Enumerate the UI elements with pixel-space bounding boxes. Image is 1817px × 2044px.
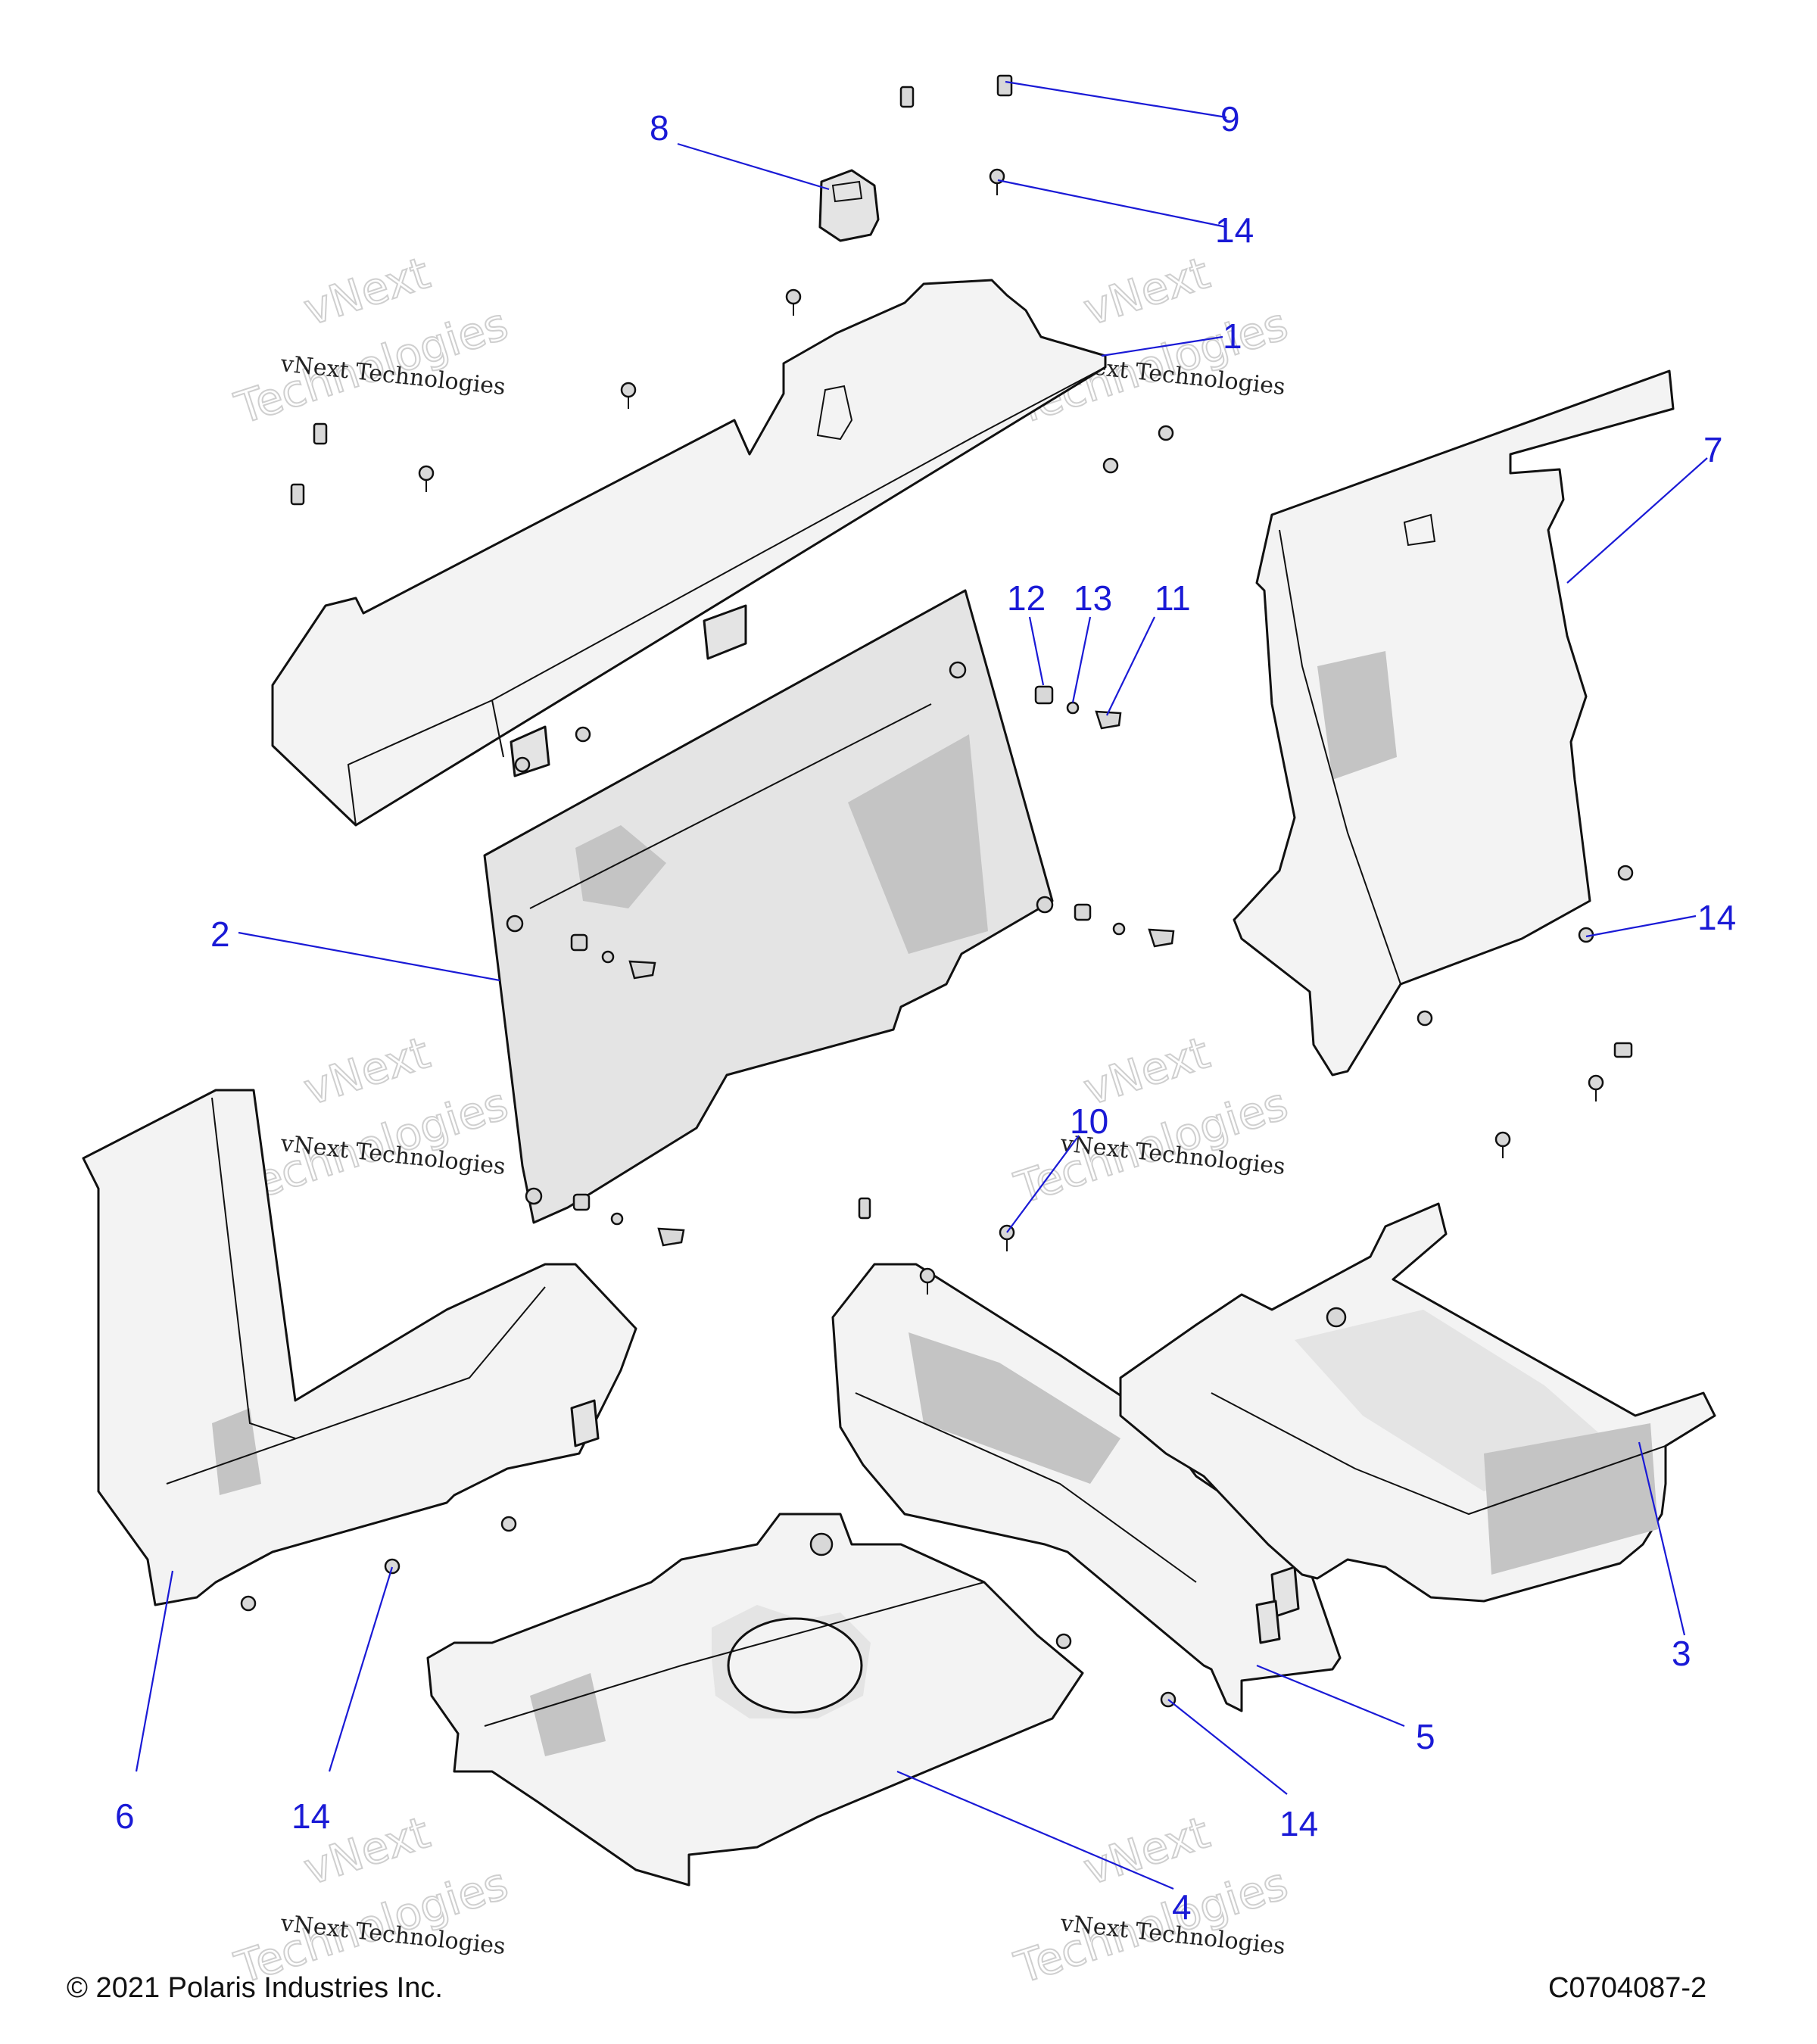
callout-1: 1	[1223, 316, 1242, 356]
screw	[514, 756, 531, 773]
watermark: vNext Technologies vNext Technologies	[1008, 1026, 1294, 1214]
screw	[1417, 1010, 1433, 1027]
callout-4: 4	[1172, 1887, 1192, 1927]
callout-9: 9	[1220, 99, 1240, 139]
watermark: vNext Technologies vNext Technologies	[228, 1806, 514, 1994]
callout-8: 8	[650, 108, 669, 148]
svg-text:vNext: vNext	[1077, 247, 1215, 335]
screw	[1158, 425, 1174, 441]
callout-5: 5	[1416, 1717, 1435, 1756]
nut-12	[1034, 685, 1054, 705]
nut	[1074, 903, 1092, 921]
washer	[1112, 922, 1126, 936]
callout-14: 14	[1697, 898, 1736, 937]
screw	[418, 465, 435, 492]
callout-3: 3	[1672, 1634, 1691, 1673]
screw	[240, 1595, 257, 1612]
nut	[572, 1193, 591, 1211]
svg-text:vNext: vNext	[1077, 1806, 1215, 1895]
screw	[500, 1516, 517, 1532]
callout-6: 6	[115, 1796, 135, 1836]
screw	[1617, 865, 1634, 881]
part-5-tunnel	[831, 1263, 1342, 1712]
part-6-left-panel	[82, 1089, 637, 1606]
nut	[570, 933, 588, 952]
part-2-center-panel	[483, 589, 1054, 1224]
clip	[858, 1197, 871, 1220]
svg-text:vNext: vNext	[298, 1027, 435, 1115]
callout-14: 14	[291, 1796, 330, 1836]
clip-11	[1095, 710, 1122, 730]
screw	[785, 288, 802, 316]
svg-text:vNext: vNext	[298, 247, 435, 335]
callout-numbers: 1 2 3 4 5 6 7 8 9 10 11 12 13 14 14 14 1…	[115, 99, 1736, 1927]
copyright-text: © 2021 Polaris Industries Inc.	[67, 1972, 443, 2004]
washer	[601, 950, 615, 964]
watermark: vNext Technologies vNext Technologies	[228, 246, 514, 435]
callout-2: 2	[210, 915, 230, 954]
screw	[919, 1267, 936, 1295]
part-7-right-panel	[1233, 369, 1675, 1077]
leader-lines	[135, 80, 1708, 1890]
callout-10: 10	[1070, 1101, 1108, 1141]
screw-10	[999, 1224, 1015, 1251]
clip	[1613, 1042, 1633, 1058]
callout-7: 7	[1703, 430, 1723, 469]
callout-14: 14	[1215, 210, 1254, 250]
callout-11: 11	[1155, 578, 1191, 618]
clip	[628, 960, 656, 980]
washer-13	[1066, 701, 1080, 715]
callout-13: 13	[1074, 578, 1112, 618]
screw	[1055, 1633, 1072, 1650]
screw	[1588, 1074, 1604, 1101]
screw	[1102, 457, 1119, 474]
clip	[1148, 928, 1175, 948]
screw	[384, 1558, 400, 1575]
part-3-storage-tub	[1119, 1202, 1716, 1603]
callout-12: 12	[1007, 578, 1046, 618]
callout-14: 14	[1279, 1804, 1318, 1843]
clip	[290, 74, 1013, 506]
screw	[1494, 1131, 1511, 1158]
drawing-number: C0704087-2	[1548, 1972, 1707, 2004]
watermark: vNext Technologies vNext Technologies	[1008, 1806, 1294, 1994]
screw	[620, 382, 637, 409]
part-4-floor-pan	[426, 1513, 1084, 1887]
clip	[657, 1227, 685, 1247]
screw	[989, 168, 1005, 195]
watermark: vNext Technologies vNext Technologies	[228, 1026, 514, 1214]
screw	[575, 726, 591, 743]
part-8-cover	[818, 169, 880, 242]
fastener-group	[240, 168, 1634, 1708]
washer	[610, 1212, 624, 1226]
